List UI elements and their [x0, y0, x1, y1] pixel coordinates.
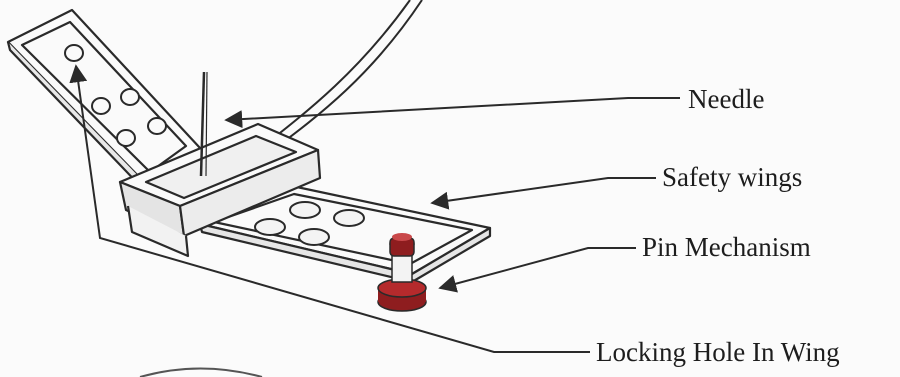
pin-mechanism — [377, 233, 427, 312]
needle-label: Needle — [688, 84, 765, 114]
pin-mechanism-callout-arrow — [438, 247, 636, 293]
needle-hub — [118, 122, 322, 258]
locking-hole — [64, 44, 84, 62]
locking-hole-label: Locking Hole In Wing — [596, 337, 840, 367]
locking-hole-callout-arrow — [69, 64, 590, 353]
pin-mechanism-label: Pin Mechanism — [642, 232, 811, 262]
partial-circle-outline — [139, 367, 263, 377]
safety-wings-label: Safety wings — [662, 162, 803, 192]
flat-wing-holes — [254, 201, 365, 246]
needle-callout-arrow — [224, 97, 680, 129]
needle-icon — [199, 71, 208, 177]
callouts — [69, 64, 680, 353]
raised-wing-holes — [64, 44, 167, 147]
safety-wings-callout-arrow — [430, 177, 656, 210]
tubing — [257, 0, 423, 153]
